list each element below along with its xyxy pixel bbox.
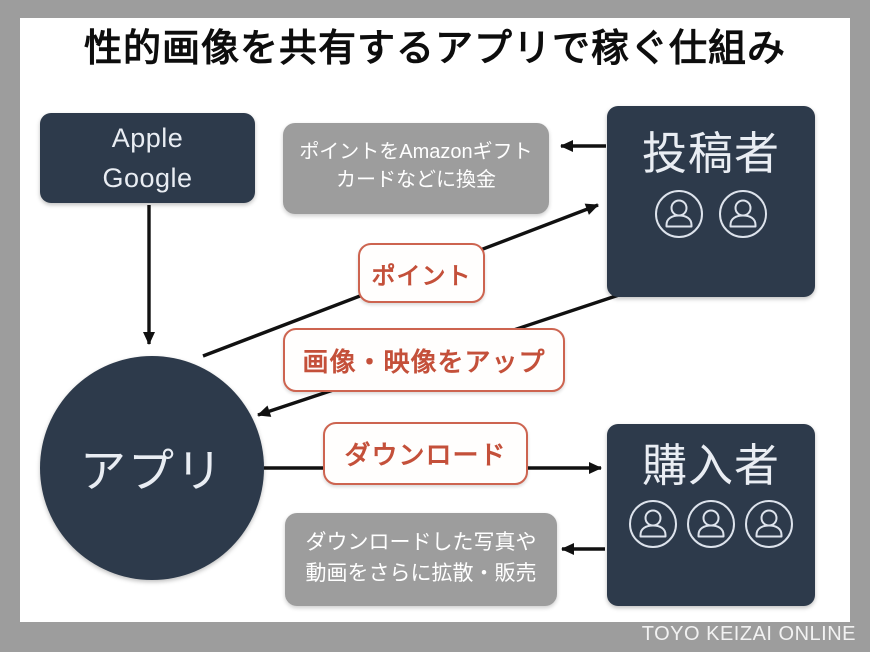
person-icon [629,500,677,548]
node-app: アプリ [40,356,264,580]
poster-label: 投稿者 [641,128,780,179]
flow-label-upload: 画像・映像をアップ [283,328,565,392]
note-resell-line1: ダウンロードした写真や [305,531,537,554]
flow-label-points: ポイント [358,243,485,303]
buyer-icons [607,499,815,549]
person-icon [719,190,767,238]
buyer-label: 購入者 [641,440,780,491]
platforms-line-apple: Apple [111,123,184,153]
note-resell-line2: 動画をさらに拡散・販売 [305,562,537,585]
person-icon [745,500,793,548]
diagram-title: 性的画像を共有するアプリで稼ぐ仕組み [83,28,786,70]
node-buyer: 購入者 [607,424,815,606]
note-exchange-points: ポイントをAmazonギフト カードなどに換金 [283,123,549,214]
note-exchange-line1: ポイントをAmazonギフト [299,141,533,163]
app-label: アプリ [80,445,224,497]
platforms-line-google: Google [102,163,193,193]
flow-label-download: ダウンロード [323,422,528,485]
person-icon [655,190,703,238]
note-exchange-line2: カードなどに換金 [336,169,496,191]
note-resell: ダウンロードした写真や 動画をさらに拡散・販売 [285,513,557,606]
credit-text: TOYO KEIZAI ONLINE [641,623,856,645]
node-platforms: Apple Google [40,113,255,203]
node-poster: 投稿者 [607,106,815,297]
poster-icons [607,189,815,239]
person-icon [687,500,735,548]
